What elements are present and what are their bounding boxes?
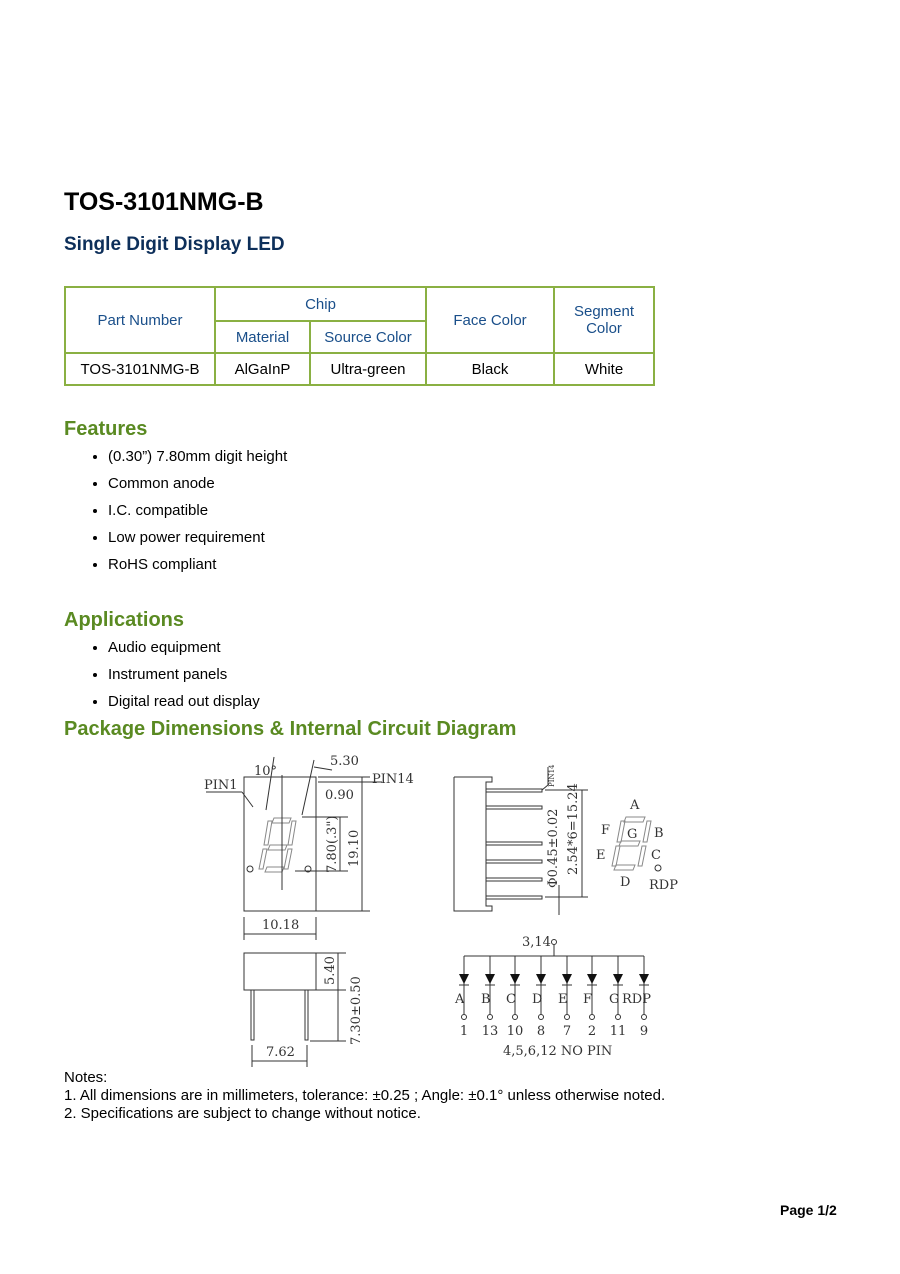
applications-heading: Applications bbox=[64, 609, 185, 631]
diode-icon bbox=[562, 974, 572, 984]
diode-icon bbox=[510, 974, 520, 984]
list-item: Digital read out display bbox=[108, 693, 260, 720]
header-chip: Chip bbox=[214, 286, 427, 322]
pin-number: 11 bbox=[610, 1024, 627, 1039]
front-view-body bbox=[243, 776, 317, 912]
note-item: 2. Specifications are subject to change … bbox=[64, 1105, 421, 1122]
cell-face-color: Black bbox=[425, 352, 555, 386]
pin-terminal bbox=[564, 1014, 570, 1020]
label-7-62: 7.62 bbox=[266, 1045, 295, 1060]
segment-label: D bbox=[532, 992, 542, 1007]
segment-label: C bbox=[506, 992, 516, 1007]
cell-material: AlGaInP bbox=[214, 352, 311, 386]
label-pin14-side: PIN14 bbox=[548, 764, 556, 787]
header-face-color: Face Color bbox=[425, 286, 555, 354]
common-anode-pins: 3,14 bbox=[522, 935, 551, 950]
list-item: RoHS compliant bbox=[108, 556, 287, 583]
diode-icon bbox=[587, 974, 597, 984]
segment-label: E bbox=[558, 992, 568, 1007]
segment-label: G bbox=[609, 992, 619, 1007]
label-pin1: PIN1 bbox=[204, 778, 238, 793]
segment-label: A bbox=[454, 992, 465, 1007]
cell-segment-color: White bbox=[553, 352, 655, 386]
label-10-18: 10.18 bbox=[262, 918, 299, 933]
diode-icon bbox=[459, 974, 469, 984]
package-heading: Package Dimensions & Internal Circuit Di… bbox=[64, 718, 517, 740]
notes-heading: Notes: bbox=[64, 1069, 108, 1086]
diode-icon bbox=[485, 974, 495, 984]
pin-terminal bbox=[487, 1014, 493, 1020]
label-7-30: 7.30±0.50 bbox=[349, 976, 364, 1045]
pin-number: 10 bbox=[507, 1024, 524, 1039]
seg-label-f: F bbox=[601, 823, 610, 838]
pin-number: 1 bbox=[460, 1024, 468, 1039]
pin-terminal bbox=[538, 1014, 544, 1020]
part-title: TOS-3101NMG-B bbox=[64, 188, 264, 216]
segment-label: RDP bbox=[622, 992, 651, 1007]
no-pin-note: 4,5,6,12 NO PIN bbox=[503, 1044, 612, 1059]
seg-label-g: G bbox=[627, 827, 637, 842]
pin-number: 8 bbox=[537, 1024, 545, 1039]
diode-icon bbox=[639, 974, 649, 984]
list-item: Common anode bbox=[108, 475, 287, 502]
label-pin14: PIN14 bbox=[372, 772, 414, 787]
diode-icon bbox=[536, 974, 546, 984]
label-0-90: 0.90 bbox=[325, 788, 354, 803]
page-number: Page 1/2 bbox=[780, 1202, 837, 1218]
list-item: (0.30”) 7.80mm digit height bbox=[108, 448, 287, 475]
list-item: I.C. compatible bbox=[108, 502, 287, 529]
seg-label-rdp: RDP bbox=[649, 878, 678, 893]
header-material: Material bbox=[214, 320, 311, 354]
seg-label-d: D bbox=[620, 875, 630, 890]
segment-label: F bbox=[583, 992, 592, 1007]
header-source-color: Source Color bbox=[309, 320, 427, 354]
cell-source-color: Ultra-green bbox=[309, 352, 427, 386]
pin-number: 9 bbox=[640, 1024, 648, 1039]
bottom-view-body bbox=[243, 952, 317, 991]
label-7-80: 7.80(.3") bbox=[325, 816, 340, 873]
segment-map bbox=[611, 816, 652, 871]
table-row: TOS-3101NMG-B AlGaInP Ultra-green Black … bbox=[64, 352, 655, 386]
package-diagram: PIN1 PIN14 10° 5.30 0.90 7.80(.3") 19.10… bbox=[204, 754, 678, 1067]
header-part-number: Part Number bbox=[64, 286, 216, 354]
label-19-10: 19.10 bbox=[347, 830, 362, 867]
seg-label-b: B bbox=[654, 826, 664, 841]
seg-label-c: C bbox=[651, 848, 661, 863]
applications-list: Audio equipment Instrument panels Digita… bbox=[86, 639, 260, 720]
product-subtitle: Single Digit Display LED bbox=[64, 234, 285, 255]
list-item: Instrument panels bbox=[108, 666, 260, 693]
side-pins bbox=[485, 788, 543, 900]
note-item: 1. All dimensions are in millimeters, to… bbox=[64, 1087, 666, 1104]
pin-number: 13 bbox=[482, 1024, 499, 1039]
pin-terminal bbox=[641, 1014, 647, 1020]
label-angle: 10° bbox=[254, 764, 277, 779]
notes: Notes: 1. All dimensions are in millimet… bbox=[64, 1069, 665, 1123]
internal-circuit: 3,14 4,5,6,12 NO PIN A 1 B 13 C 10 D 8 E 7 F 2 G 11 RD… bbox=[454, 935, 651, 1059]
label-5-30: 5.30 bbox=[330, 754, 359, 769]
seg-label-e: E bbox=[596, 848, 606, 863]
digit-segments bbox=[258, 817, 297, 873]
header-segment-color: Segment Color bbox=[553, 286, 655, 354]
features-list: (0.30”) 7.80mm digit height Common anode… bbox=[86, 448, 287, 583]
pin-terminal bbox=[461, 1014, 467, 1020]
pin-terminal bbox=[615, 1014, 621, 1020]
pin-terminal bbox=[512, 1014, 518, 1020]
diode-icon bbox=[613, 974, 623, 984]
pin-number: 2 bbox=[588, 1024, 596, 1039]
label-5-40: 5.40 bbox=[323, 956, 338, 985]
features-heading: Features bbox=[64, 418, 148, 440]
label-0-45: Φ0.45±0.02 bbox=[546, 809, 561, 888]
segment-label: B bbox=[481, 992, 491, 1007]
cell-part-number: TOS-3101NMG-B bbox=[64, 352, 216, 386]
pin-terminal bbox=[589, 1014, 595, 1020]
list-item: Low power requirement bbox=[108, 529, 287, 556]
spec-table: Part Number Chip Face Color Segment Colo… bbox=[64, 286, 655, 386]
list-item: Audio equipment bbox=[108, 639, 260, 666]
seg-label-a: A bbox=[629, 798, 640, 813]
pin-number: 7 bbox=[563, 1024, 571, 1039]
side-view-body bbox=[453, 776, 493, 912]
label-2-54: 2.54*6=15.24 bbox=[566, 783, 581, 875]
